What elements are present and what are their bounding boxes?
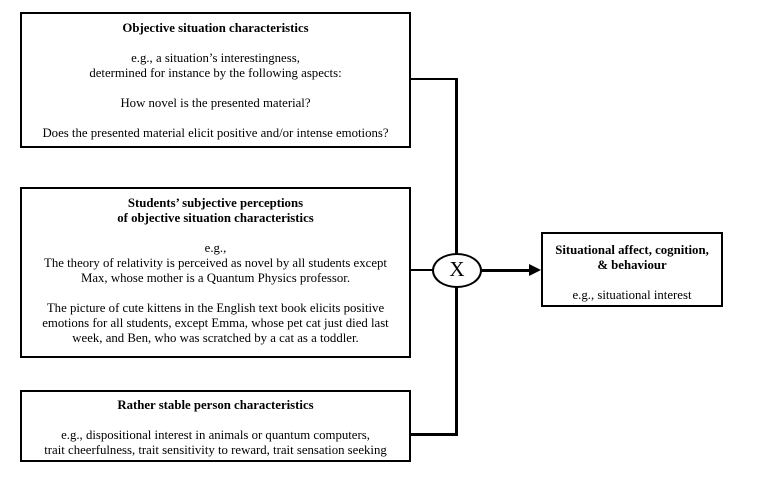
connector-subjective-to-node bbox=[410, 269, 435, 271]
multiplication-node: X bbox=[432, 253, 482, 288]
text-line: The picture of cute kittens in the Engli… bbox=[46, 301, 385, 315]
subjective-perceptions-box: Students’ subjective perceptions of obje… bbox=[20, 187, 411, 358]
box-title: Rather stable person characteristics bbox=[117, 398, 314, 412]
text-line: How novel is the presented material? bbox=[120, 96, 311, 110]
text-line: e.g., dispositional interest in animals … bbox=[61, 428, 370, 442]
text-line: e.g., situational interest bbox=[572, 288, 692, 302]
outcome-box: Situational affect, cognition, & behavio… bbox=[541, 232, 723, 307]
objective-situation-box: Objective situation characteristics e.g.… bbox=[20, 12, 411, 148]
text-line: week, and Ben, who was scratched by a ca… bbox=[72, 331, 359, 345]
text-line: e.g., a situation’s interestingness, bbox=[131, 51, 300, 65]
text-line: determined for instance by the following… bbox=[89, 66, 342, 80]
text-line: emotions for all students, except Emma, … bbox=[42, 316, 389, 330]
connector-objective-to-node bbox=[410, 78, 457, 80]
text-line: trait cheerfulness, trait sensitivity to… bbox=[44, 443, 387, 457]
text-line: e.g., bbox=[204, 241, 227, 255]
person-characteristics-box: Rather stable person characteristics e.g… bbox=[20, 390, 411, 462]
text-line: The theory of relativity is perceived as… bbox=[44, 256, 387, 270]
multiplication-operator: X bbox=[449, 257, 465, 281]
box-title: of objective situation characteristics bbox=[117, 211, 314, 225]
box-title: Situational affect, cognition, bbox=[555, 243, 709, 257]
arrow-shaft bbox=[481, 269, 531, 272]
arrow-head-icon bbox=[529, 264, 541, 276]
connector-person-to-node bbox=[410, 433, 457, 436]
text-line: Max, whose mother is a Quantum Physics p… bbox=[80, 271, 351, 285]
box-title: Students’ subjective perceptions bbox=[127, 196, 304, 210]
text-line: Does the presented material elicit posit… bbox=[42, 126, 389, 140]
box-title: Objective situation characteristics bbox=[122, 21, 309, 35]
box-title: & behaviour bbox=[597, 258, 667, 272]
